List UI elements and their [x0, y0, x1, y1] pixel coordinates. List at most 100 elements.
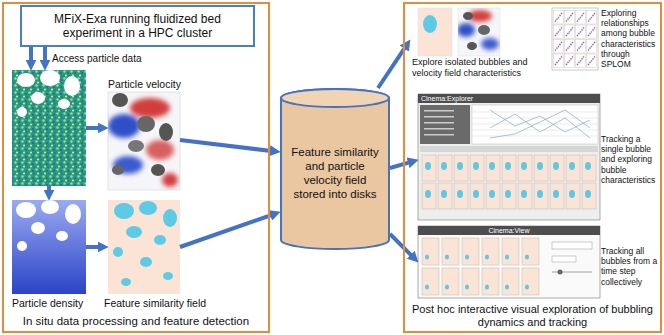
velocity-image	[112, 93, 128, 107]
view-screenshot	[552, 256, 576, 262]
side-note: Exploring relationships among bubble cha…	[601, 8, 659, 69]
similarity-image-frame: Feature similarity field	[108, 200, 180, 294]
similarity-image	[114, 203, 134, 219]
app-screenshot: Cinema:Explorer	[418, 94, 600, 220]
velocity-field-image	[457, 8, 500, 56]
cylinder-body	[281, 89, 389, 249]
velocity-field-image	[463, 12, 473, 20]
velocity-image	[146, 140, 174, 160]
velocity-image	[137, 116, 155, 132]
flow-arrow	[29, 47, 33, 63]
flow-arrow	[43, 47, 47, 63]
similarity-image	[126, 226, 142, 238]
density-image	[41, 200, 59, 214]
velocity-field-image	[478, 25, 490, 35]
velocity-image	[113, 156, 143, 174]
velocity-field-image	[458, 10, 499, 50]
density-image	[16, 202, 36, 218]
explorer-screenshot	[418, 94, 600, 220]
view-screenshot	[418, 226, 600, 298]
similarity-image	[139, 201, 157, 215]
flow-arrow	[180, 214, 273, 247]
velocity-image	[108, 114, 140, 138]
explorer-screenshot	[424, 122, 454, 124]
explorer-screenshot	[472, 112, 598, 113]
cylinder-text: Feature similarity and particle velocity…	[287, 110, 383, 238]
explorer-screenshot	[490, 110, 590, 138]
density-image	[17, 241, 27, 251]
image-heading: Particle density	[12, 297, 83, 310]
particle-image	[12, 70, 86, 186]
velocity-field-image	[458, 10, 499, 50]
flow-arrow	[180, 140, 273, 151]
velocity-image	[108, 98, 178, 187]
explorer-screenshot	[424, 110, 454, 136]
panel-caption: In situ data processing and feature dete…	[6, 315, 266, 329]
flow-arrow	[390, 162, 411, 168]
window-title: Cinema:View	[418, 226, 600, 235]
density-image	[31, 222, 45, 234]
particle-image	[31, 92, 45, 104]
app-screenshot: Cinema:View	[418, 226, 600, 298]
velocity-image	[108, 93, 178, 187]
similarity-image	[113, 247, 123, 257]
storage-cylinder: Feature similarity and particle velocity…	[280, 88, 390, 250]
density-image	[12, 200, 86, 294]
view-screenshot	[418, 226, 600, 298]
explorer-screenshot	[490, 110, 590, 138]
similarity-image	[154, 235, 166, 245]
explorer-screenshot	[490, 110, 590, 132]
density-image	[56, 231, 68, 241]
particle-image	[17, 70, 80, 117]
isolated-bubble-image	[423, 15, 437, 33]
velocity-image	[151, 164, 165, 176]
velocity-field-image	[458, 8, 500, 56]
velocity-image	[108, 92, 180, 190]
splom-chart	[552, 8, 598, 70]
panel-caption: Post hoc interactive visual exploration …	[409, 303, 656, 329]
density-image-frame: Particle density	[12, 200, 86, 294]
flow-arrow	[390, 234, 413, 257]
explorer-screenshot	[472, 112, 598, 136]
velocity-field-image	[458, 23, 475, 37]
density-image	[12, 200, 86, 294]
flow-arrow	[86, 126, 101, 130]
particle-image	[40, 70, 60, 86]
group-caption: Explore isolated bubbles and velocity fi…	[412, 57, 550, 79]
image-group: Explore isolated bubbles and velocity fi…	[410, 6, 550, 84]
cylinder-top	[281, 89, 389, 107]
particle-image	[12, 70, 86, 186]
isolated-bubble-image	[418, 8, 452, 56]
image-heading: Access particle data	[52, 53, 142, 65]
velocity-image-frame: Particle velocity	[108, 92, 180, 190]
explorer-screenshot	[472, 136, 598, 137]
velocity-image	[112, 165, 124, 175]
view-screenshot	[421, 237, 541, 297]
side-note: Tracking all bubbles from a time step co…	[601, 246, 659, 287]
explorer-screenshot	[424, 128, 454, 130]
explorer-screenshot	[424, 134, 454, 136]
splom-chart	[553, 10, 597, 68]
splom-chart	[552, 8, 598, 70]
view-screenshot	[552, 242, 592, 249]
image-heading: Feature similarity field	[104, 297, 206, 310]
particle-image	[64, 76, 80, 96]
flow-arrow	[47, 186, 51, 193]
particle-image	[17, 107, 27, 117]
similarity-image	[121, 278, 131, 286]
side-note: Tracking a single bubble and exploring b…	[601, 134, 659, 185]
explorer-screenshot	[418, 94, 600, 103]
particle-image	[58, 99, 70, 109]
explorer-screenshot	[472, 105, 598, 144]
velocity-image	[159, 123, 173, 141]
similarity-image	[140, 257, 152, 267]
explorer-screenshot	[420, 105, 470, 144]
similarity-image	[108, 200, 180, 294]
velocity-image	[128, 140, 144, 152]
particle-image	[17, 73, 35, 87]
window-title: Cinema:Explorer	[421, 94, 473, 103]
stage-panel: In situ data processing and feature dete…	[2, 2, 270, 333]
velocity-field-image	[481, 38, 499, 50]
flow-arrow	[86, 245, 101, 249]
explorer-screenshot	[424, 116, 454, 118]
